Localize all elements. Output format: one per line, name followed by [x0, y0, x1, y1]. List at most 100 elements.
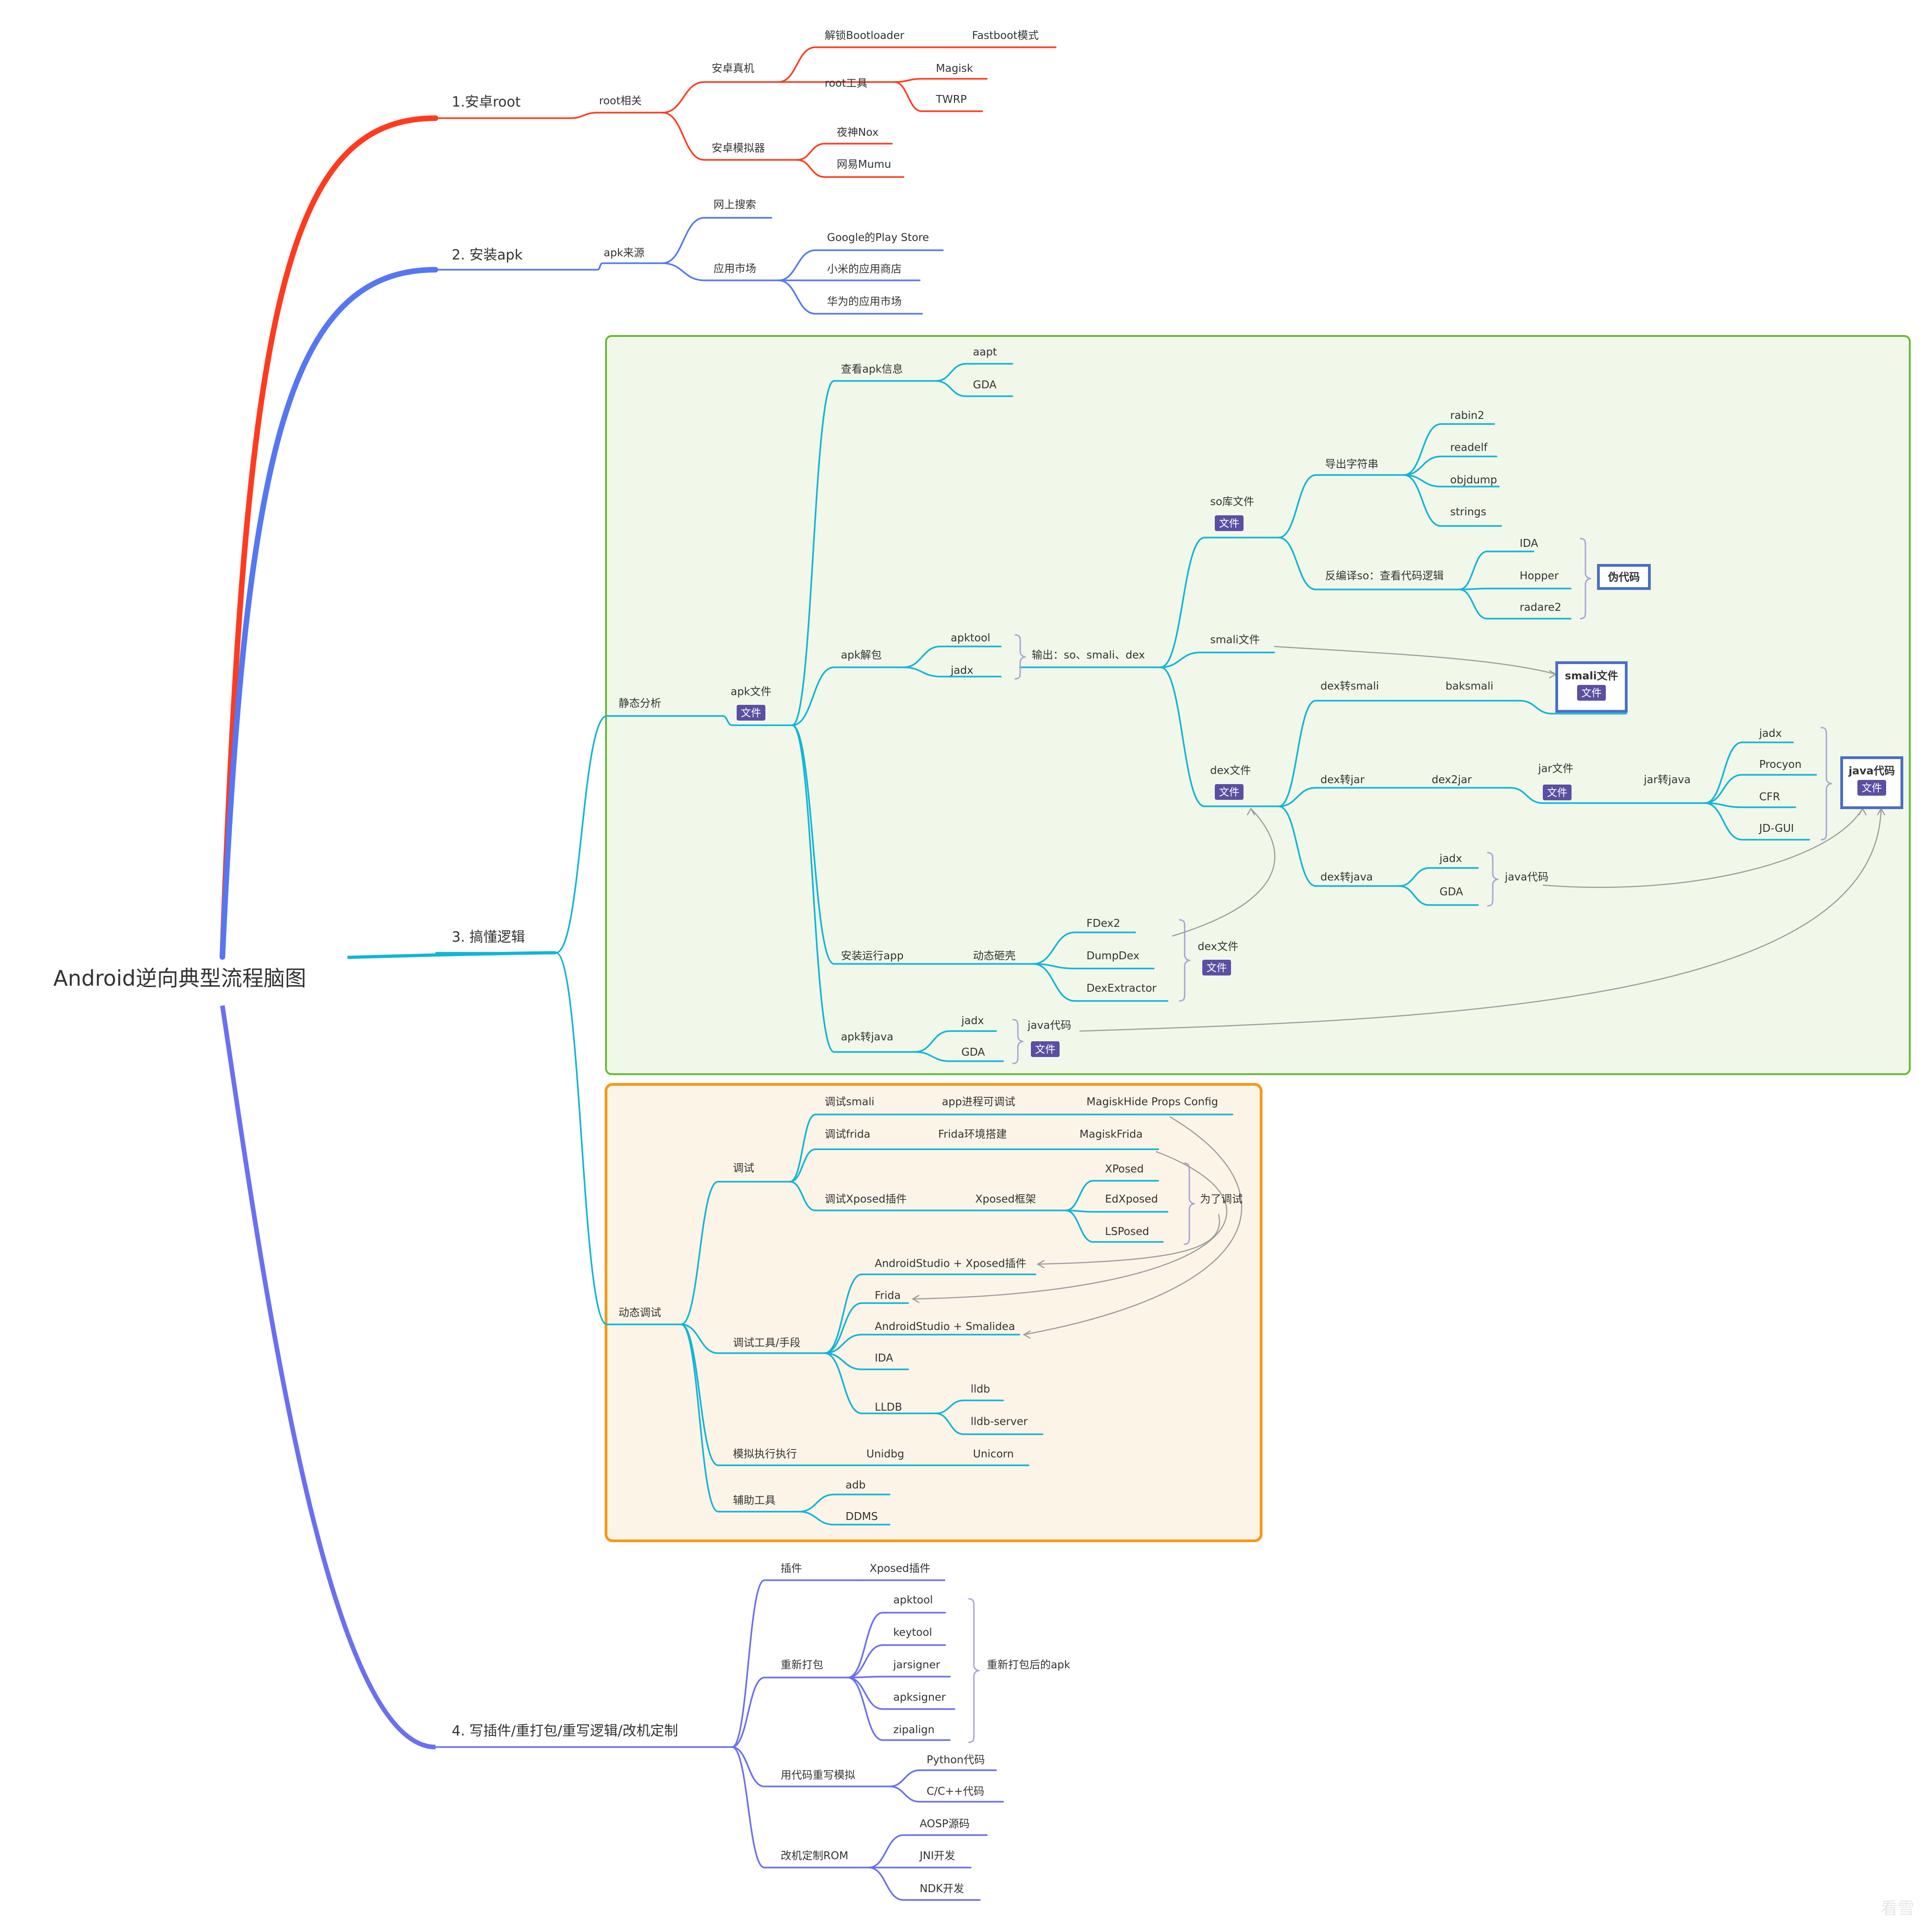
- file-tag: [737, 705, 765, 721]
- node-tools: 调试工具/手段: [733, 1337, 801, 1349]
- node-frida-env: Frida环境搭建: [938, 1128, 1007, 1140]
- node-unlock-bl: 解锁Bootloader: [825, 30, 904, 42]
- connector-line: [824, 1352, 909, 1370]
- connector-line: [1704, 802, 1796, 808]
- node-strings: strings: [1450, 506, 1486, 518]
- node-xiaomi: 小米的应用商店: [827, 263, 902, 275]
- connector-line: [847, 1644, 946, 1678]
- node-objdump: objdump: [1450, 474, 1497, 486]
- connector-line: [798, 1494, 890, 1513]
- node-adb: adb: [846, 1479, 865, 1491]
- connector-line: [597, 262, 663, 271]
- reference-arrow: [1172, 808, 1275, 937]
- node-jarsigner: jarsigner: [893, 1659, 941, 1671]
- node-apk-file: apk文件: [731, 686, 771, 698]
- node-as-smalidea: AndroidStudio + Smalidea: [875, 1321, 1015, 1333]
- node-java-code-box: java代码: [1848, 765, 1895, 777]
- node-install-run: 安装运行app: [841, 950, 903, 962]
- connector-line: [1160, 537, 1280, 668]
- node-java-code1: java代码: [1504, 871, 1548, 883]
- connector-line: [731, 1579, 858, 1748]
- node-xposed: XPosed: [1105, 1163, 1144, 1175]
- connector-line: [662, 217, 772, 264]
- node-b4-apktool: apktool: [893, 1594, 933, 1606]
- connector-line: [1704, 802, 1810, 841]
- connector-line: [889, 1769, 997, 1787]
- node-xposed-plugin: Xposed插件: [870, 1563, 930, 1575]
- node-zipalign: zipalign: [893, 1724, 934, 1736]
- file-tag: [1202, 960, 1231, 975]
- group-brace: [1820, 727, 1832, 841]
- node-jar-file: jar文件: [1538, 763, 1573, 775]
- connector-line: [847, 1676, 951, 1678]
- connector-line: [1278, 537, 1460, 590]
- node-for-debug: 为了调试: [1200, 1193, 1243, 1205]
- group-brace: [1579, 538, 1591, 620]
- node-google-play: Google的Play Store: [827, 232, 929, 244]
- connector-line: [1403, 474, 1500, 488]
- node-dex2jar-label: dex转jar: [1320, 774, 1364, 786]
- connector-line: [777, 279, 923, 315]
- connector-line: [791, 666, 904, 726]
- node-ida2: IDA: [875, 1352, 893, 1364]
- file-tag: [1577, 685, 1606, 701]
- connector-line: [1278, 805, 1400, 887]
- connector-line: [847, 1612, 946, 1678]
- connector-line: [903, 666, 1002, 678]
- node-jadx3: jadx: [1439, 853, 1462, 865]
- static-analysis-section: [605, 335, 1911, 1075]
- connector-line: [1032, 931, 1136, 965]
- branch-custom-label: 4. 写插件/重打包/重写逻辑/改机定制: [452, 1723, 678, 1739]
- node-debug-frida: 调试frida: [825, 1128, 871, 1140]
- connector-line: [777, 249, 944, 281]
- node-ida1: IDA: [1520, 538, 1538, 550]
- connector-line: [731, 1677, 849, 1748]
- watermark-text: 看雪: [1881, 1899, 1914, 1918]
- connector-line: [847, 1677, 955, 1710]
- connector-line: [1160, 666, 1280, 807]
- grouping-braces: [968, 538, 1832, 1743]
- connector-line: [914, 1051, 1004, 1062]
- connector-line: [662, 112, 798, 161]
- node-dumpdex: DumpDex: [1086, 950, 1139, 962]
- node-java-code2: java代码: [1027, 1019, 1071, 1032]
- node-jadx4: jadx: [961, 1015, 984, 1027]
- connector-line: [1032, 963, 1168, 1002]
- connector-line: [1278, 700, 1521, 807]
- node-dex2java: dex转java: [1320, 871, 1373, 883]
- node-jadx2: jadx: [1759, 728, 1782, 740]
- node-debug: 调试: [733, 1162, 754, 1174]
- connector-line: [569, 112, 663, 119]
- connector-line: [935, 1412, 1043, 1435]
- node-python: Python代码: [927, 1754, 985, 1766]
- connector-line: [824, 1273, 1036, 1354]
- node-unidbg: Unidbg: [866, 1448, 904, 1460]
- connector-line: [680, 1323, 800, 1513]
- node-unicorn: Unicorn: [973, 1448, 1014, 1460]
- node-cpp: C/C++代码: [927, 1786, 984, 1798]
- node-jar2java: jar转java: [1643, 774, 1691, 786]
- node-frida: Frida: [875, 1290, 901, 1302]
- node-magiskhide: MagiskHide Props Config: [1086, 1096, 1218, 1108]
- node-apk2java: apk转java: [841, 1031, 893, 1043]
- file-tag-label: 文件: [741, 708, 761, 719]
- branch-logic-label: 3. 搞懂逻辑: [452, 929, 525, 945]
- node-repack: 重新打包: [781, 1659, 823, 1671]
- reference-arrow: [1542, 808, 1863, 888]
- node-emulator: 安卓模拟器: [712, 142, 765, 154]
- node-market: 应用市场: [713, 263, 756, 275]
- node-lldb: lldb: [971, 1383, 990, 1395]
- connector-line: [731, 1746, 870, 1868]
- connector-line: [847, 1677, 951, 1741]
- node-static: 静态分析: [619, 697, 661, 709]
- node-plugin: 插件: [781, 1563, 802, 1575]
- node-apk-source: apk来源: [604, 247, 644, 259]
- main-branch-line: [220, 267, 438, 960]
- group-brace: [1012, 1019, 1024, 1064]
- node-magiskfrida: MagiskFrida: [1080, 1128, 1143, 1140]
- group-brace: [968, 1598, 980, 1743]
- file-tag: [1215, 515, 1244, 531]
- connector-line: [1065, 1209, 1164, 1243]
- connector-line: [798, 1511, 890, 1526]
